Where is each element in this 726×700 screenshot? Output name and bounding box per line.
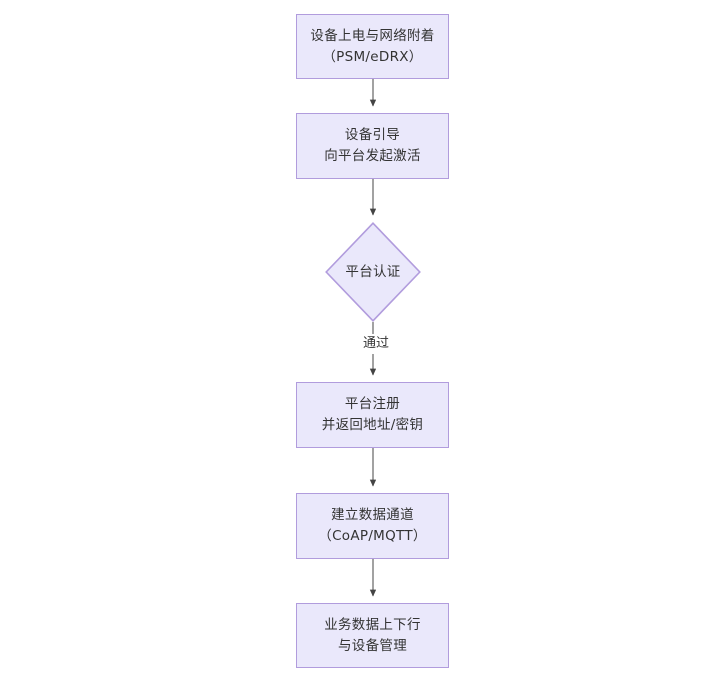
node-label-line: 设备引导 [344, 127, 401, 143]
node-label-line: 建立数据通道 [331, 507, 414, 523]
node-label-line: 向平台发起激活 [324, 148, 421, 164]
node-label-line: （PSM/eDRX） [322, 48, 423, 65]
node-label-line: 平台注册 [344, 396, 401, 412]
node-device-bootstrap[interactable]: 设备引导 向平台发起激活 [296, 113, 449, 179]
edge-label-pass: 通过 [354, 334, 398, 354]
node-label-line: 并返回地址/密钥 [321, 417, 424, 433]
node-establish-data-channel[interactable]: 建立数据通道 （CoAP/MQTT） [296, 493, 449, 559]
node-label-line: （CoAP/MQTT） [318, 528, 427, 544]
node-platform-registration[interactable]: 平台注册 并返回地址/密钥 [296, 382, 449, 448]
node-label-line: 与设备管理 [338, 637, 407, 654]
node-label-line: 设备上电与网络附着 [310, 27, 435, 44]
node-device-power-on[interactable]: 设备上电与网络附着 （PSM/eDRX） [296, 14, 449, 79]
node-label-line: 平台认证 [345, 263, 401, 280]
node-label-line: 业务数据上下行 [324, 616, 421, 633]
diamond-shape-icon [325, 222, 421, 322]
node-platform-authentication[interactable]: 平台认证 [325, 222, 421, 322]
node-business-data-and-device-management[interactable]: 业务数据上下行 与设备管理 [296, 603, 449, 668]
